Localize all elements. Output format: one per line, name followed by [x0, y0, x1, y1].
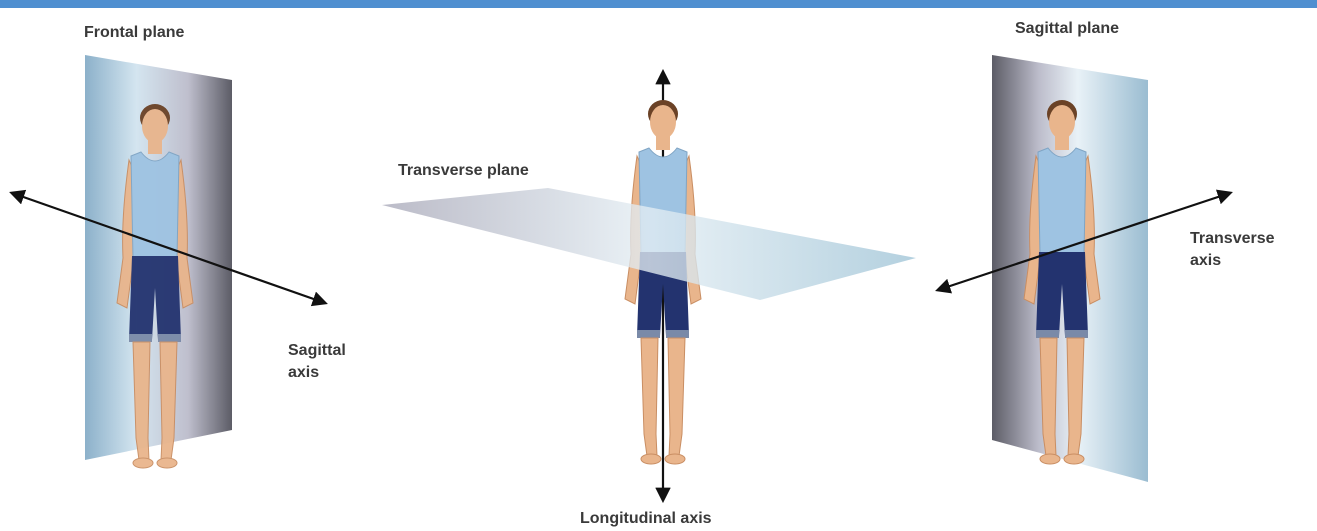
- transverse-plane-label: Transverse plane: [398, 160, 529, 182]
- sagittal-plane-figure: [938, 55, 1230, 482]
- longitudinal-axis-label: Longitudinal axis: [580, 508, 712, 530]
- frontal-plane-label: Frontal plane: [84, 22, 184, 44]
- sagittal-plane-label: Sagittal plane: [1015, 18, 1119, 40]
- transverse-axis-label: Transverse axis: [1190, 228, 1275, 272]
- transverse-plane-figure: [382, 72, 916, 500]
- frontal-plane-figure: [12, 55, 325, 468]
- sagittal-axis-label: Sagittal axis: [288, 340, 346, 384]
